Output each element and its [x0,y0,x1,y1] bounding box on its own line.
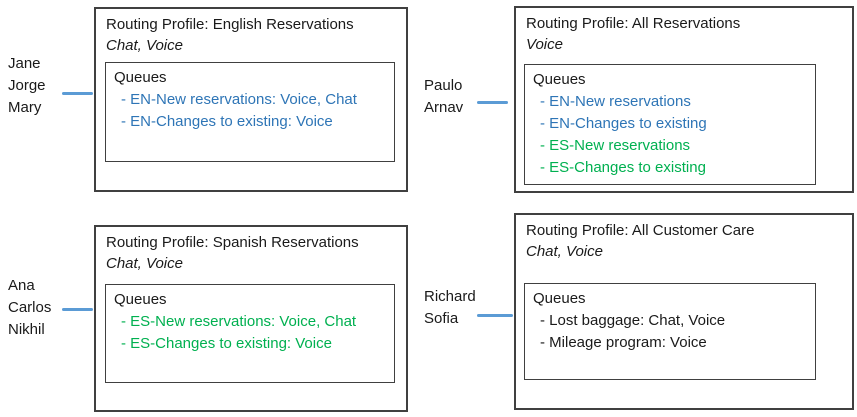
routing-profile-box-all-customer-care: Routing Profile: All Customer Care Chat,… [514,213,854,410]
routing-profile-title: Routing Profile: All Customer Care [526,222,755,239]
queues-label: Queues [533,290,586,307]
queue-item: - ES-Changes to existing [540,159,706,176]
routing-profile-title: Routing Profile: Spanish Reservations [106,234,359,251]
agent-name: Jane [8,55,41,72]
queue-item: - EN-Changes to existing [540,115,707,132]
queue-item: - ES-Changes to existing: Voice [121,335,332,352]
queues-label: Queues [114,69,167,86]
routing-profile-title: Routing Profile: All Reservations [526,15,741,32]
profile-channels: Chat, Voice [106,37,183,54]
routing-profile-box-english-reservations: Routing Profile: English Reservations Ch… [94,7,408,192]
queues-label: Queues [114,291,167,308]
connector-line [477,101,508,104]
profile-channels: Chat, Voice [106,255,183,272]
queues-box: Queues - EN-New reservations: Voice, Cha… [105,62,395,162]
routing-profile-box-spanish-reservations: Routing Profile: Spanish Reservations Ch… [94,225,408,412]
agent-name: Sofia [424,310,459,327]
agent-name: Paulo [424,77,463,94]
agent-names-customer-care: Richard Sofia [424,286,476,330]
queue-item: - ES-New reservations [540,137,691,154]
agent-names-spanish: Ana Carlos Nikhil [8,275,51,341]
profile-channels: Voice [526,36,563,53]
queues-box: Queues - EN-New reservations - EN-Change… [524,64,816,185]
connector-line [62,308,93,311]
agent-name: Nikhil [8,321,45,338]
queues-box: Queues - ES-New reservations: Voice, Cha… [105,284,395,383]
queue-item: - EN-New reservations [540,93,691,110]
agent-names-all-reservations: Paulo Arnav [424,75,463,119]
agent-name: Jorge [8,77,46,94]
queue-item: - Lost baggage: Chat, Voice [540,312,726,329]
queue-item: - ES-New reservations: Voice, Chat [121,313,357,330]
agent-name: Carlos [8,299,52,316]
connector-line [477,314,513,317]
agent-names-english: Jane Jorge Mary [8,53,46,119]
agent-name: Richard [424,288,476,305]
agent-name: Ana [8,277,35,294]
profile-channels: Chat, Voice [526,243,603,260]
queue-item: - Mileage program: Voice [540,334,707,351]
agent-name: Arnav [424,99,464,116]
agent-name: Mary [8,99,42,116]
connector-line [62,92,93,95]
routing-profile-box-all-reservations: Routing Profile: All Reservations Voice … [514,6,854,193]
queues-label: Queues [533,71,586,88]
queue-item: - EN-New reservations: Voice, Chat [121,91,357,108]
queue-item: - EN-Changes to existing: Voice [121,113,333,130]
routing-profile-title: Routing Profile: English Reservations [106,16,354,33]
queues-box: Queues - Lost baggage: Chat, Voice - Mil… [524,283,816,380]
